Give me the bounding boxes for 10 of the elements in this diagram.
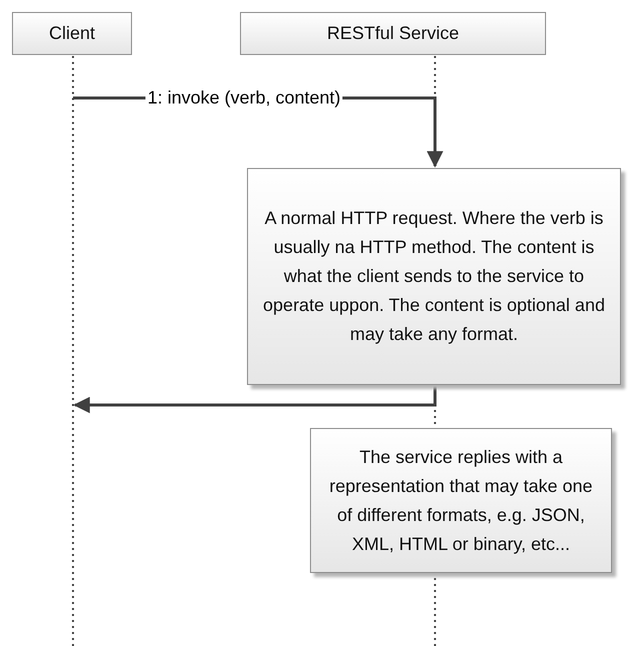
- lifeline-header: [12, 12, 132, 55]
- message-arrow: [73, 385, 436, 414]
- note-text: RESTful Service: [326, 23, 460, 44]
- note-box: [247, 168, 621, 385]
- note-text: A normal HTTP request. Where the verb is usually na HTTP method. The content is what the client sends to the service to operate uppon. The content is optional and may take any format.: [262, 207, 606, 346]
- edge-label: 1: invoke (verb, content): [145, 88, 343, 108]
- note-text: The service replies with a representation that may take one of different formats, e.g. JSON, XML, HTML or binary, etc...: [328, 446, 594, 556]
- lifeline-header: [240, 12, 546, 55]
- note-box: [310, 428, 612, 573]
- note-text: Client: [48, 23, 96, 44]
